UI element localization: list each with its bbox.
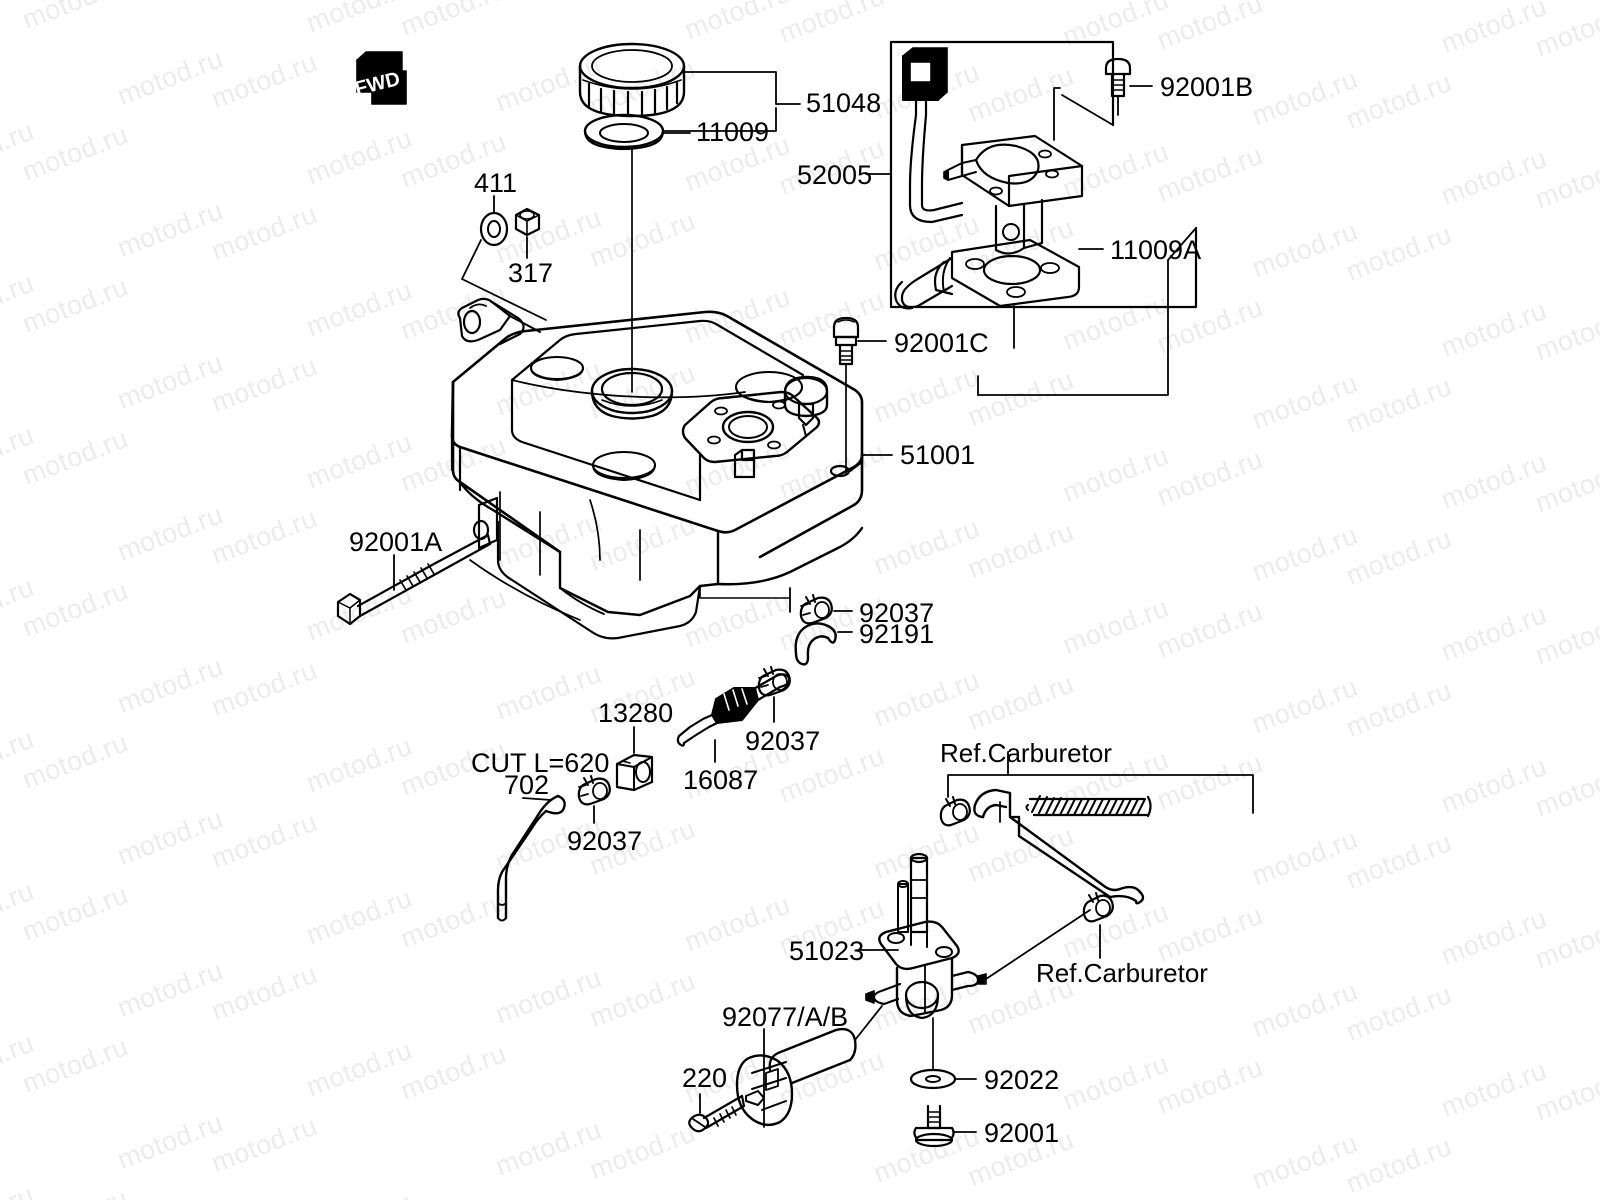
leader-valve-hose (985, 909, 1091, 980)
bolt-92001A-drawing (336, 533, 492, 626)
fuel-tank-cap-drawing (578, 42, 686, 118)
callout-ref-carburetor-top: Ref.Carburetor (940, 738, 1112, 768)
callout-11009: 11009 (696, 117, 770, 147)
carb-hose-left (973, 788, 1145, 905)
clamp-92037-top (799, 594, 833, 625)
pump-wire (908, 98, 964, 224)
callout-51048: 51048 (806, 88, 882, 118)
hose-702-drawing (496, 794, 566, 922)
callout-16087: 16087 (683, 765, 759, 795)
callout-92037-top: 92037 (859, 598, 935, 628)
callout-13280: 13280 (598, 698, 674, 728)
callout-ref-carburetor-bottom: Ref.Carburetor (1036, 958, 1208, 988)
clamp-carb-right (1082, 892, 1114, 923)
callout-92191: 92191 (859, 619, 935, 649)
screw-220-drawing (688, 1094, 746, 1133)
callout-92001C: 92001C (894, 328, 989, 358)
knob-92077-drawing (735, 1005, 883, 1127)
fuel-valve-51023-drawing (865, 852, 987, 1020)
callout-702: 702 (504, 770, 550, 800)
fuel-filter-16087-drawing (676, 673, 791, 747)
bolt-92001C-drawing (832, 316, 860, 366)
leader-bracket-411-317 (461, 239, 547, 321)
callout-92022: 92022 (984, 1065, 1060, 1095)
fuel-tank-drawing (450, 297, 864, 640)
callout-92037-mid: 92037 (745, 726, 821, 756)
callout-cut-length: CUT L=620 (471, 748, 610, 778)
nut-317-drawing (514, 207, 541, 237)
holder-13280-drawing (615, 753, 654, 792)
bolt-92001-drawing (913, 1104, 955, 1148)
hose-92191-drawing (794, 622, 837, 666)
leader-702 (522, 797, 552, 801)
callout-92001A: 92001A (349, 527, 443, 557)
leader-tank-bottom (699, 585, 791, 613)
callout-51023: 51023 (789, 936, 865, 966)
ref-carburetor-top-bracket (947, 751, 1254, 814)
callout-51001: 51001 (900, 440, 976, 470)
tank-stub (783, 375, 829, 437)
callout-220: 220 (682, 1063, 728, 1093)
clamp-92037-mid (757, 666, 791, 697)
callout-411: 411 (474, 168, 518, 198)
callout-11009A: 11009A (1110, 235, 1202, 265)
callout-52005: 52005 (797, 160, 873, 190)
fuel-pump-body (894, 134, 1084, 310)
clamp-92037-left (577, 775, 611, 806)
callout-92001: 92001 (984, 1118, 1060, 1148)
clamp-carb-left (939, 796, 971, 827)
leader-pump-to-tank (977, 87, 1197, 396)
pump-connector-plug (902, 47, 948, 101)
callout-92037-left: 92037 (567, 826, 643, 856)
carb-hose-coiled (1025, 795, 1152, 818)
callout-317: 317 (508, 258, 554, 288)
leader-51048 (662, 71, 801, 132)
callout-92077: 92077/A/B (722, 1002, 849, 1032)
callout-92001B: 92001B (1160, 72, 1254, 102)
fwd-arrow-icon (356, 51, 407, 105)
